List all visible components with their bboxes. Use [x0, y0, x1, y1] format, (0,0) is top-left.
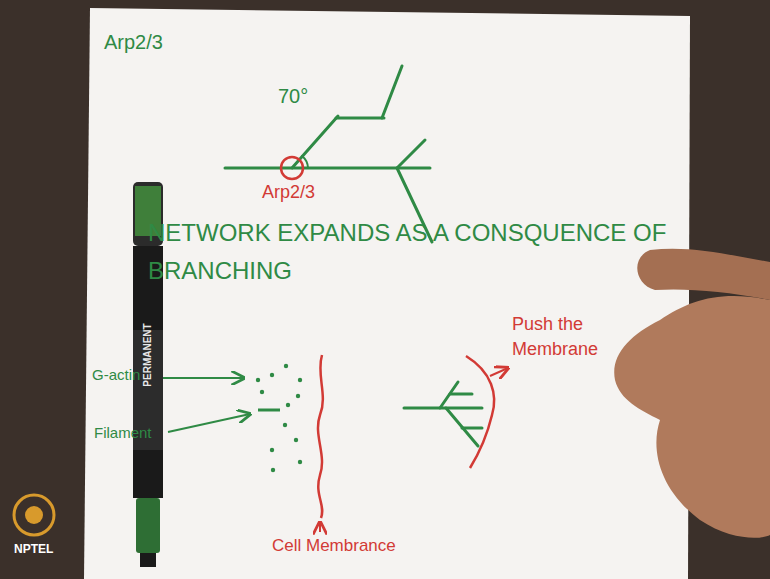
part-label: Filament — [94, 424, 152, 442]
part-label: G-actin — [92, 366, 140, 384]
leader-arrow — [319, 522, 321, 532]
protein-label: Arp2/3 — [104, 30, 163, 54]
branch-sketch — [225, 66, 432, 242]
part-label: Cell Membrance — [272, 536, 396, 556]
g-actin-dots — [256, 364, 302, 472]
push-arrow — [490, 368, 508, 376]
leader-arrow — [160, 377, 244, 379]
pushed-membrane — [466, 356, 494, 468]
pen-print: PERMANENT — [142, 323, 154, 386]
logo-mark — [14, 495, 54, 535]
hand — [614, 296, 770, 538]
arp-complex-mark — [281, 157, 303, 179]
leader-arrow — [168, 414, 250, 432]
protein-label: Arp2/3 — [262, 182, 315, 204]
finger — [637, 249, 770, 300]
paper — [84, 8, 690, 579]
cell-membrane — [318, 355, 323, 518]
angle-label: 70° — [278, 84, 308, 108]
logo-text: NPTEL — [14, 542, 53, 556]
pushing-network — [404, 382, 482, 446]
heading-note: NETWORK EXPANDS AS A CONSQUENCE OF BRANC… — [148, 214, 678, 291]
filament — [258, 409, 280, 412]
note-label: Push the Membrane — [512, 312, 612, 362]
